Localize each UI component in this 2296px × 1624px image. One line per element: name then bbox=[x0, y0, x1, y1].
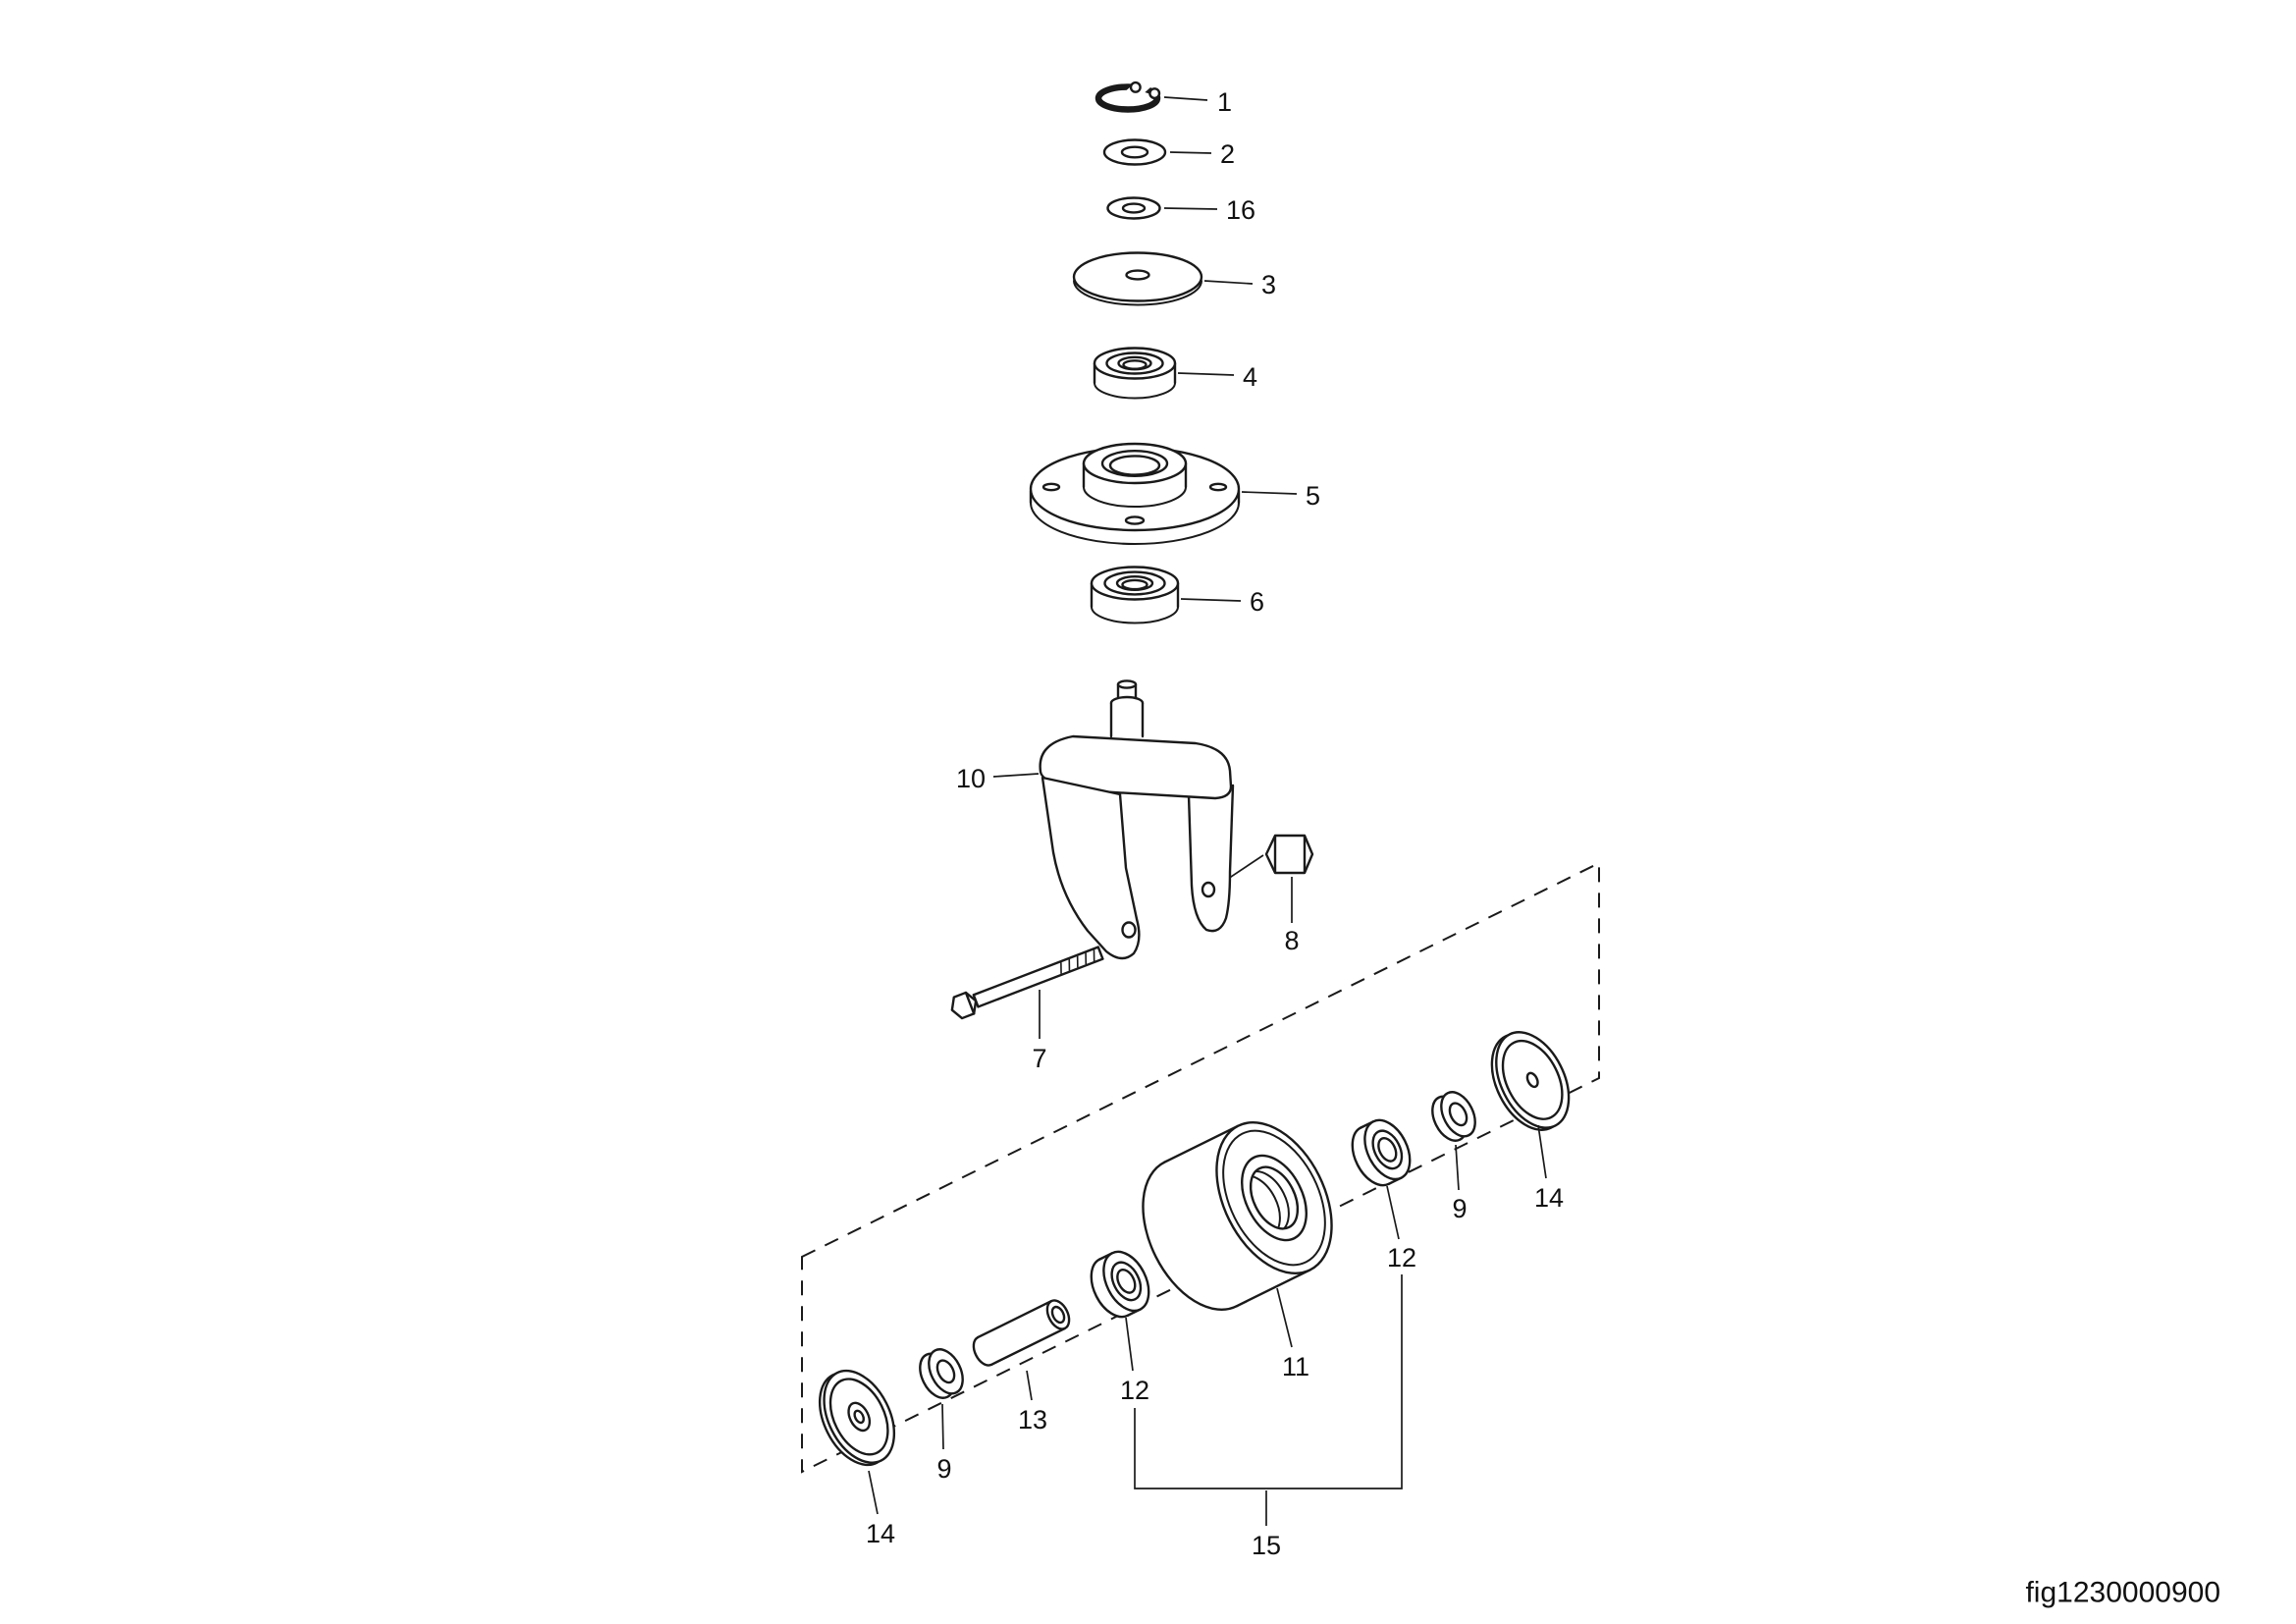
fork-left-arm bbox=[1041, 776, 1141, 960]
callout-2-label: 2 bbox=[1220, 139, 1235, 169]
part-disc-left bbox=[818, 1369, 896, 1467]
part-bearing-top bbox=[1093, 347, 1177, 400]
flange-bolt-hole-front bbox=[1124, 515, 1146, 525]
part-bearing-bottom bbox=[1090, 566, 1180, 624]
part-bearing-right bbox=[1351, 1118, 1412, 1187]
callout-6-label: 6 bbox=[1250, 587, 1264, 617]
callout-12-left: 12 bbox=[1120, 1317, 1149, 1405]
callout-5-label: 5 bbox=[1306, 481, 1320, 511]
callout-11: 11 bbox=[1276, 1287, 1309, 1381]
fork-left-arm-hole bbox=[1121, 921, 1137, 939]
callout-3: 3 bbox=[1203, 270, 1276, 299]
callout-13: 13 bbox=[1018, 1370, 1047, 1435]
callout-6: 6 bbox=[1180, 587, 1264, 617]
callout-14-left-label: 14 bbox=[866, 1519, 895, 1548]
part-seal-left bbox=[919, 1348, 964, 1399]
callout-15: 15 bbox=[1252, 1490, 1281, 1560]
callout-16: 16 bbox=[1163, 195, 1255, 225]
part-flange-hub bbox=[1029, 442, 1241, 545]
part-retaining-ring bbox=[1095, 71, 1161, 113]
callout-9-right: 9 bbox=[1452, 1144, 1468, 1223]
assembly-plane-dashed-outline bbox=[801, 861, 1600, 1474]
callout-1-label: 1 bbox=[1217, 87, 1232, 117]
callout-16-label: 16 bbox=[1226, 195, 1255, 225]
callout-11-label: 11 bbox=[1282, 1352, 1309, 1381]
callout-10: 10 bbox=[956, 764, 1040, 793]
callout-12-left-label: 12 bbox=[1120, 1376, 1149, 1405]
callout-14-right-label: 14 bbox=[1534, 1183, 1564, 1213]
part-caster-fork bbox=[1039, 679, 1235, 960]
part-seal-right bbox=[1431, 1091, 1476, 1142]
callout-15-label: 15 bbox=[1252, 1531, 1281, 1560]
callout-8: 8 bbox=[1284, 877, 1300, 955]
part-wheel bbox=[1142, 1121, 1333, 1311]
callout-14-right: 14 bbox=[1534, 1124, 1564, 1213]
flange-bolt-hole-left bbox=[1041, 482, 1061, 492]
callout-12-right-label: 12 bbox=[1387, 1243, 1416, 1272]
part-bolt bbox=[950, 946, 1104, 1020]
fork-right-arm bbox=[1187, 784, 1235, 933]
callout-12-right: 12 bbox=[1386, 1185, 1416, 1272]
fork-right-arm-hole bbox=[1201, 881, 1216, 898]
part-disc-right bbox=[1490, 1031, 1571, 1131]
callout-7-label: 7 bbox=[1032, 1044, 1046, 1073]
flange-bolt-hole-right bbox=[1208, 482, 1228, 492]
wheel-assembly-bracket bbox=[1134, 1274, 1403, 1489]
callout-7: 7 bbox=[1032, 990, 1047, 1073]
callout-5: 5 bbox=[1241, 481, 1320, 511]
part-nut bbox=[1215, 834, 1314, 888]
callout-13-label: 13 bbox=[1018, 1405, 1047, 1435]
callout-3-label: 3 bbox=[1261, 270, 1276, 299]
part-washer-large bbox=[1072, 251, 1203, 306]
callout-2: 2 bbox=[1169, 139, 1235, 169]
callout-4: 4 bbox=[1177, 362, 1257, 392]
part-spacer bbox=[972, 1299, 1071, 1367]
callout-9-left-label: 9 bbox=[936, 1454, 951, 1484]
callout-9-right-label: 9 bbox=[1452, 1194, 1467, 1223]
part-washer-small bbox=[1102, 138, 1167, 166]
callout-14-left: 14 bbox=[866, 1470, 895, 1548]
callout-1: 1 bbox=[1163, 87, 1232, 117]
callout-9-left: 9 bbox=[936, 1403, 952, 1484]
part-washer-16 bbox=[1106, 196, 1161, 220]
fork-spindle bbox=[1109, 679, 1145, 738]
callout-4-label: 4 bbox=[1243, 362, 1257, 392]
figure-code: fig1230000900 bbox=[2025, 1577, 2220, 1609]
part-bearing-left bbox=[1090, 1250, 1150, 1319]
callout-8-label: 8 bbox=[1284, 926, 1299, 955]
callout-10-label: 10 bbox=[956, 764, 986, 793]
